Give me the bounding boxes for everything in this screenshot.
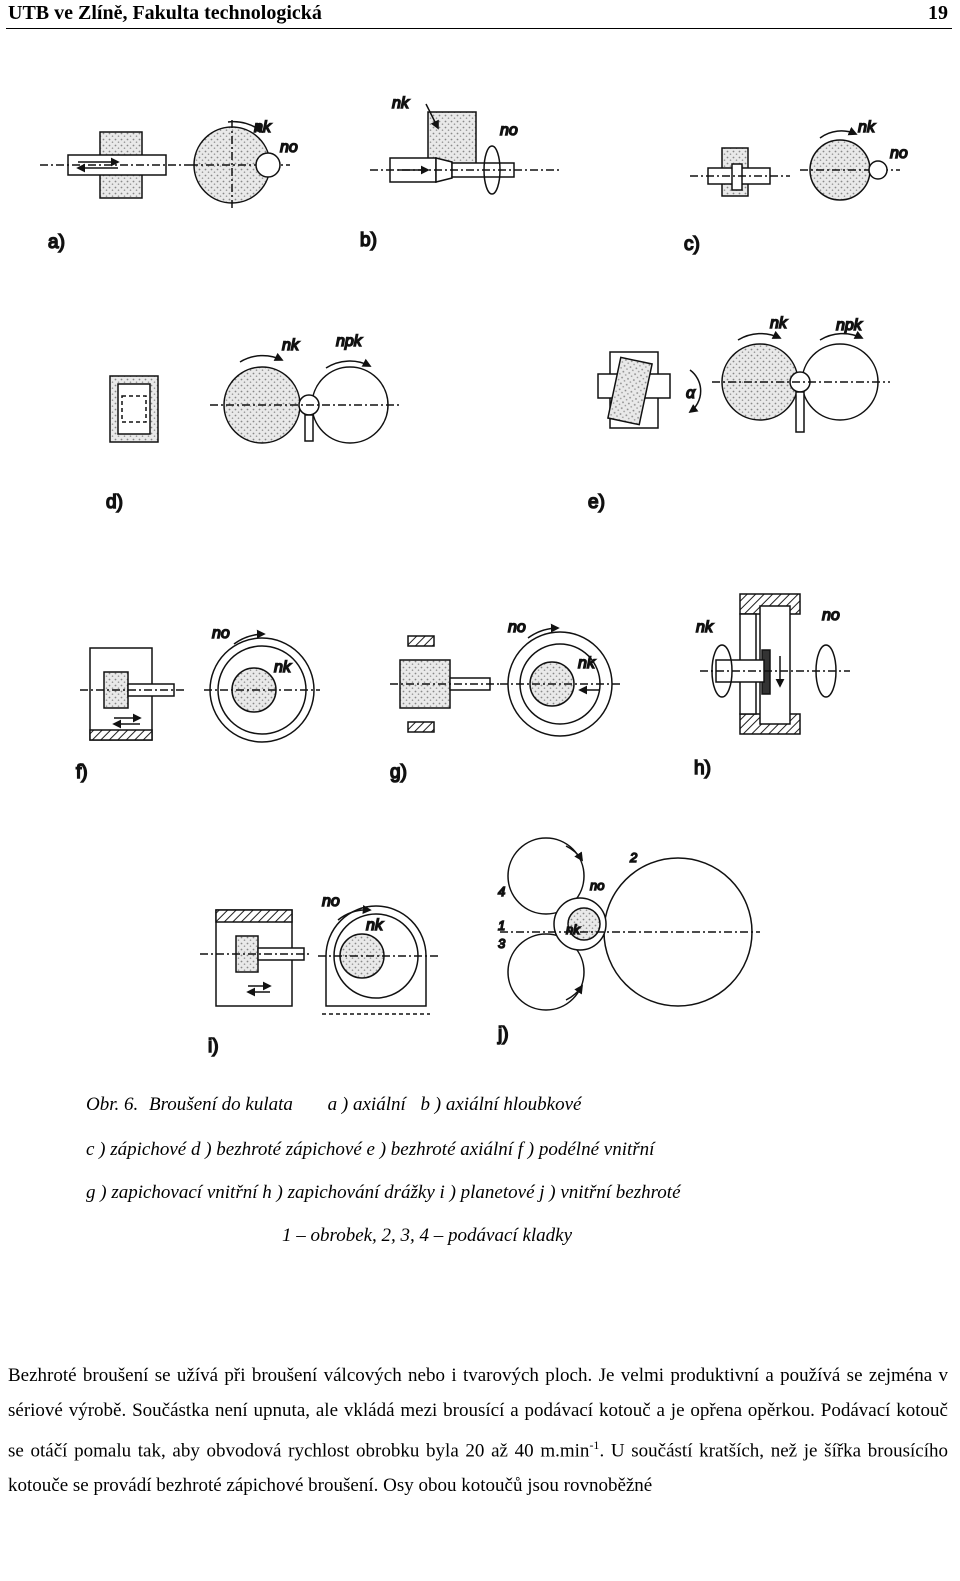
label-nk: nk — [392, 95, 410, 112]
caption-a: a ) axiální — [327, 1094, 406, 1115]
label-3: 3 — [498, 936, 506, 951]
label-nk: nk — [770, 315, 788, 332]
label-c: c) — [684, 234, 700, 255]
label-no: no — [500, 122, 518, 139]
caption-line-2: c ) zápichové d ) bezhroté zápichové e )… — [86, 1139, 655, 1160]
label-no: no — [508, 619, 526, 636]
body-superscript: -1 — [589, 1438, 600, 1452]
diagram-j: 2 4 1 3 no nk j) — [496, 837, 760, 1046]
label-j: j) — [497, 1024, 509, 1045]
label-nk: nk — [366, 917, 384, 934]
body-text-part-1: Bezhroté broušení se užívá při broušení … — [8, 1365, 948, 1462]
body-paragraph: Bezhroté broušení se užívá při broušení … — [8, 1358, 948, 1503]
label-f: f) — [76, 762, 88, 783]
label-nk: nk — [274, 659, 292, 676]
diagram-c: nk no c) — [683, 118, 908, 256]
label-no: no — [822, 607, 840, 624]
caption-b: b ) axiální hloubkové — [420, 1094, 582, 1115]
diagram-h: nk no h) — [693, 593, 850, 780]
diagram-d: nk npk d) — [105, 332, 400, 514]
page-number: 19 — [928, 2, 948, 24]
diagram-e: α nk npk e) — [587, 314, 890, 514]
diagram-b: nk no b) — [359, 94, 560, 252]
label-d: d) — [106, 492, 123, 513]
diagram-i: no nk i) — [200, 892, 440, 1058]
label-b: b) — [360, 230, 377, 251]
label-i: i) — [208, 1036, 219, 1057]
label-1: 1 — [498, 918, 505, 933]
label-e: e) — [588, 492, 605, 513]
label-no: no — [590, 878, 604, 893]
label-h: h) — [694, 758, 711, 779]
diagram-g: no nk g) — [389, 618, 620, 784]
caption-line-4: 1 – obrobek, 2, 3, 4 – podávací kladky — [282, 1225, 573, 1246]
label-npk: npk — [836, 317, 863, 334]
label-no: no — [280, 139, 298, 156]
label-g: g) — [390, 762, 407, 783]
label-no: no — [890, 145, 908, 162]
caption-line-1: Obr. 6. Broušení do kulata a ) axiální b… — [86, 1094, 581, 1116]
label-nk: nk — [282, 337, 300, 354]
caption-line-3: g ) zapichovací vnitřní h ) zapichování … — [86, 1182, 681, 1203]
caption-title: Broušení do kulata — [149, 1094, 293, 1115]
label-npk: npk — [336, 333, 363, 350]
diagram-a: nk no a) — [40, 118, 299, 254]
label-2: 2 — [629, 850, 638, 865]
header-title: UTB ve Zlíně, Fakulta technologická — [8, 2, 322, 24]
label-nk: nk — [566, 922, 581, 937]
label-nk: nk — [858, 119, 876, 136]
label-nk: nk — [696, 619, 714, 636]
label-no: no — [212, 625, 230, 642]
label-a: a) — [48, 232, 65, 253]
body-text-part-2: . U součástí kratších, než je šířka brou… — [8, 1440, 948, 1497]
label-alpha: α — [686, 385, 696, 402]
grinding-methods-figure: nk no a) nk no b) nk no c) — [40, 94, 909, 1058]
page-header: UTB ve Zlíně, Fakulta technologická 19 — [6, 0, 952, 29]
diagram-f: no nk f) — [75, 624, 320, 784]
label-no: no — [322, 893, 340, 910]
label-4: 4 — [498, 884, 505, 899]
label-nk: nk — [578, 655, 596, 672]
label-nk: nk — [254, 119, 272, 136]
caption-prefix: Obr. 6. — [86, 1094, 139, 1115]
